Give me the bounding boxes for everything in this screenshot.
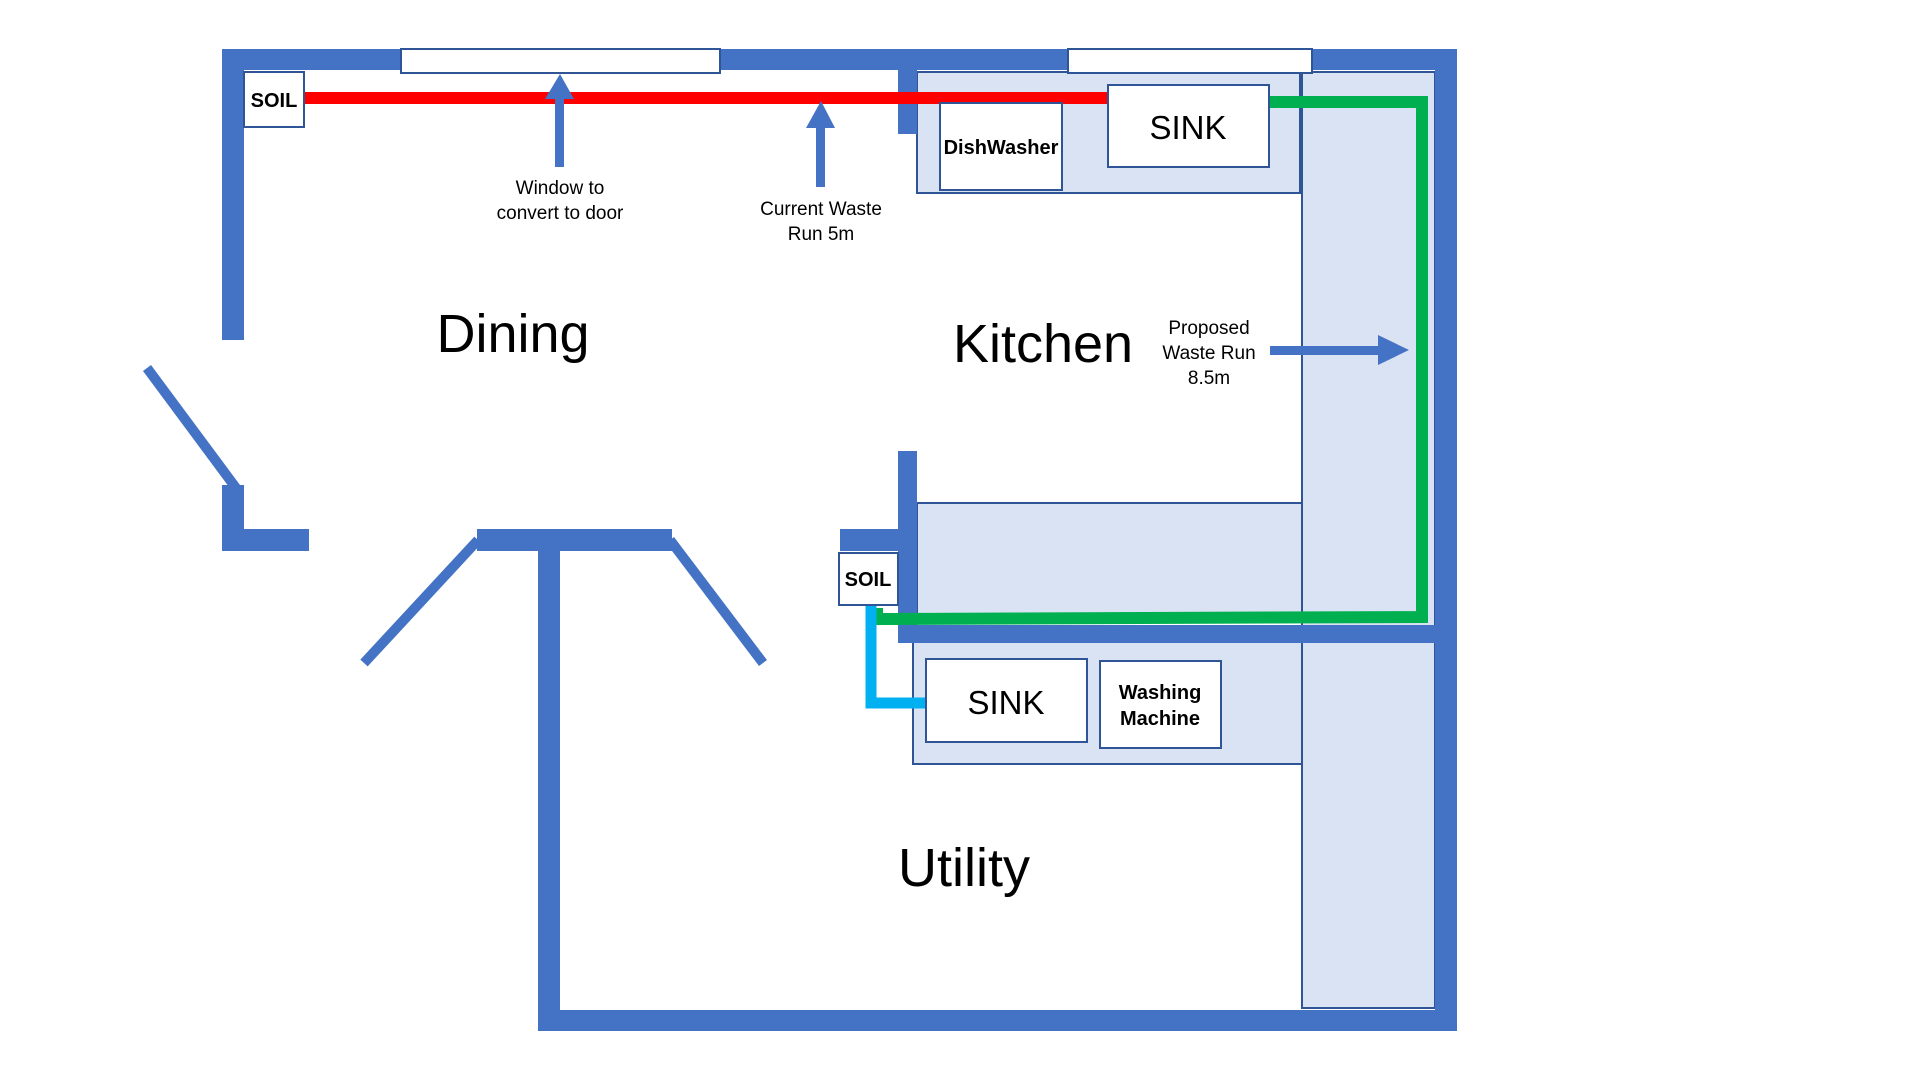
utility-sink-label: SINK	[967, 684, 1044, 721]
window-note-2: convert to door	[497, 203, 624, 224]
kitchen-sink: SINK	[1107, 84, 1270, 168]
room-label-dining: Dining	[436, 304, 589, 364]
wall-right	[1435, 49, 1457, 1031]
washing-machine-label-1: Washing	[1119, 682, 1202, 704]
window-note-1: Window to	[516, 178, 605, 199]
proposed-run-note-1: Proposed	[1168, 318, 1249, 339]
room-label-utility: Utility	[898, 838, 1030, 898]
door-swing-bottom-right	[666, 536, 767, 667]
window-dining	[400, 48, 721, 74]
wall-soil-ledge	[840, 529, 910, 551]
window-kitchen	[1067, 48, 1313, 74]
wall-doorway-lintel	[477, 529, 672, 551]
utility-waste-run	[865, 605, 928, 709]
washing-machine-label-2: Machine	[1120, 708, 1200, 730]
wall-left-upper	[222, 49, 244, 340]
kitchen-sink-label: SINK	[1149, 109, 1226, 146]
arrow-proposed-run-icon	[1270, 335, 1409, 365]
current-run-note-2: Run 5m	[788, 224, 855, 245]
wall-left-stub-h	[222, 529, 309, 551]
utility-sink: SINK	[925, 658, 1088, 743]
right-tall-counter	[1301, 71, 1436, 1009]
proposed-run-note-3: 8.5m	[1188, 368, 1230, 389]
wall-kitchen-utility-divider	[898, 625, 1457, 643]
door-swing-bottom-left	[360, 536, 482, 667]
wall-utility-left	[538, 529, 560, 1031]
soil-stack-mid: SOIL	[838, 552, 899, 606]
proposed-run-note-2: Waste Run	[1162, 343, 1255, 364]
soil-mid-label: SOIL	[845, 569, 892, 591]
door-swing-left	[142, 365, 241, 491]
door-swings	[142, 365, 767, 667]
room-label-kitchen: Kitchen	[953, 314, 1133, 374]
dishwasher-label: DishWasher	[944, 137, 1059, 159]
soil-top-label: SOIL	[251, 90, 298, 112]
proposed-waste-run	[871, 96, 1428, 626]
arrow-window-icon	[545, 74, 574, 167]
washing-machine: Washing Machine	[1099, 660, 1222, 749]
soil-stack-top: SOIL	[243, 71, 305, 128]
kitchen-bottom-counter	[916, 502, 1303, 622]
wall-bottom	[538, 1010, 1457, 1031]
current-run-note-1: Current Waste	[760, 199, 882, 220]
arrow-current-run-icon	[806, 101, 835, 187]
dishwasher: DishWasher	[939, 102, 1063, 191]
